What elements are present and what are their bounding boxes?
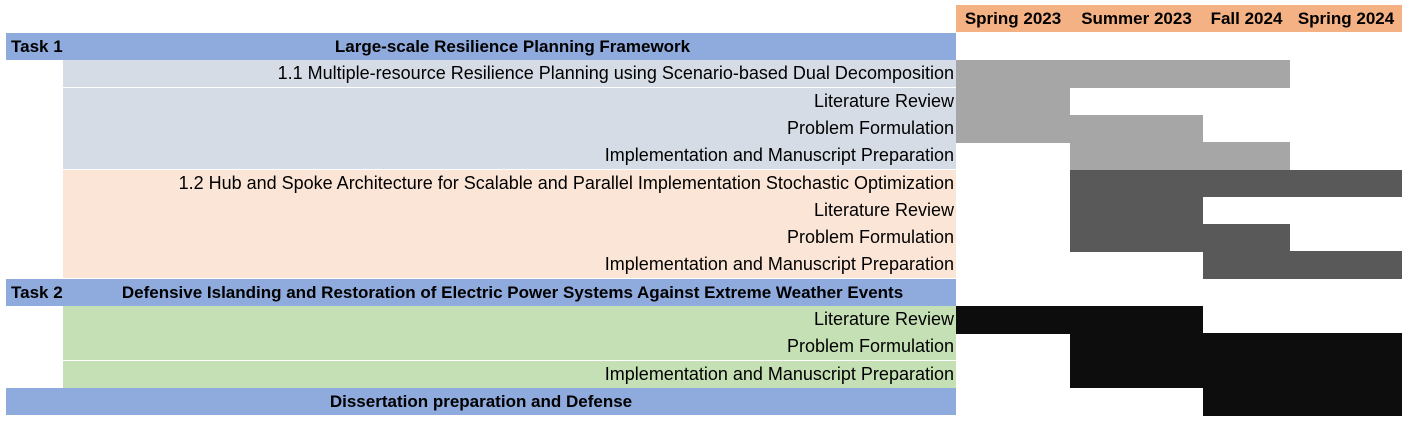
subtask-row: Literature Review bbox=[63, 196, 956, 224]
subtask-row: Literature Review bbox=[63, 87, 956, 115]
subtask-label: 1.2 Hub and Spoke Architecture for Scala… bbox=[178, 172, 954, 193]
subtask-label: Problem Formulation bbox=[786, 117, 954, 138]
gantt-bar bbox=[956, 114, 1203, 143]
column-header: Fall 2024 bbox=[1203, 5, 1290, 32]
column-header: Spring 2023 bbox=[956, 5, 1070, 32]
gantt-bar bbox=[1070, 169, 1402, 198]
gantt-bar bbox=[1070, 333, 1402, 362]
subtask-label: Problem Formulation bbox=[786, 227, 954, 248]
task-row: Task 1 Large-scale Resilience Planning Fr… bbox=[6, 33, 956, 60]
task-row: Task 2 Defensive Islanding and Restoratio… bbox=[6, 278, 956, 306]
column-header: Summer 2023 bbox=[1070, 5, 1203, 32]
task-title: Dissertation preparation and Defense bbox=[329, 391, 633, 411]
subtask-label: Implementation and Manuscript Preparatio… bbox=[604, 145, 954, 166]
subtask-row: Implementation and Manuscript Preparatio… bbox=[63, 360, 956, 388]
gantt-bar bbox=[956, 306, 1203, 334]
subtask-row: Problem Formulation bbox=[63, 333, 956, 361]
subtask-row: Implementation and Manuscript Preparatio… bbox=[63, 251, 956, 279]
subtask-row: Literature Review bbox=[63, 306, 956, 333]
gantt-bar bbox=[1070, 142, 1290, 170]
subtask-row: Implementation and Manuscript Preparatio… bbox=[63, 142, 956, 170]
gantt-bar bbox=[956, 60, 1290, 89]
gantt-bar bbox=[1070, 196, 1203, 225]
gantt-bar bbox=[1070, 224, 1290, 252]
subtask-label: Literature Review bbox=[813, 90, 954, 111]
subtask-row: Problem Formulation bbox=[63, 224, 956, 252]
gantt-bar bbox=[956, 87, 1070, 116]
subtask-label: Implementation and Manuscript Preparatio… bbox=[604, 254, 954, 275]
subtask-label: 1.1 Multiple-resource Resilience Plannin… bbox=[277, 63, 954, 84]
task-id: Task 1 bbox=[11, 37, 63, 56]
subtask-label: Literature Review bbox=[813, 309, 954, 329]
task-title: Defensive Islanding and Restoration of E… bbox=[121, 282, 904, 302]
task-id: Task 2 bbox=[11, 282, 63, 302]
subtask-row: Problem Formulation bbox=[63, 114, 956, 142]
subtask-label: Implementation and Manuscript Preparatio… bbox=[604, 363, 954, 384]
gantt-bar bbox=[1070, 360, 1402, 389]
subtask-row: 1.1 Multiple-resource Resilience Plannin… bbox=[63, 60, 956, 88]
gantt-bar bbox=[1203, 251, 1402, 280]
subtask-label: Literature Review bbox=[813, 199, 954, 220]
subtask-row: 1.2 Hub and Spoke Architecture for Scala… bbox=[63, 169, 956, 197]
gantt-bar bbox=[1203, 387, 1402, 416]
subtask-label: Problem Formulation bbox=[786, 336, 954, 357]
task-title: Large-scale Resilience Planning Framewor… bbox=[334, 37, 691, 56]
column-header: Spring 2024 bbox=[1290, 5, 1402, 32]
task-row: Dissertation preparation and Defense bbox=[6, 387, 956, 415]
